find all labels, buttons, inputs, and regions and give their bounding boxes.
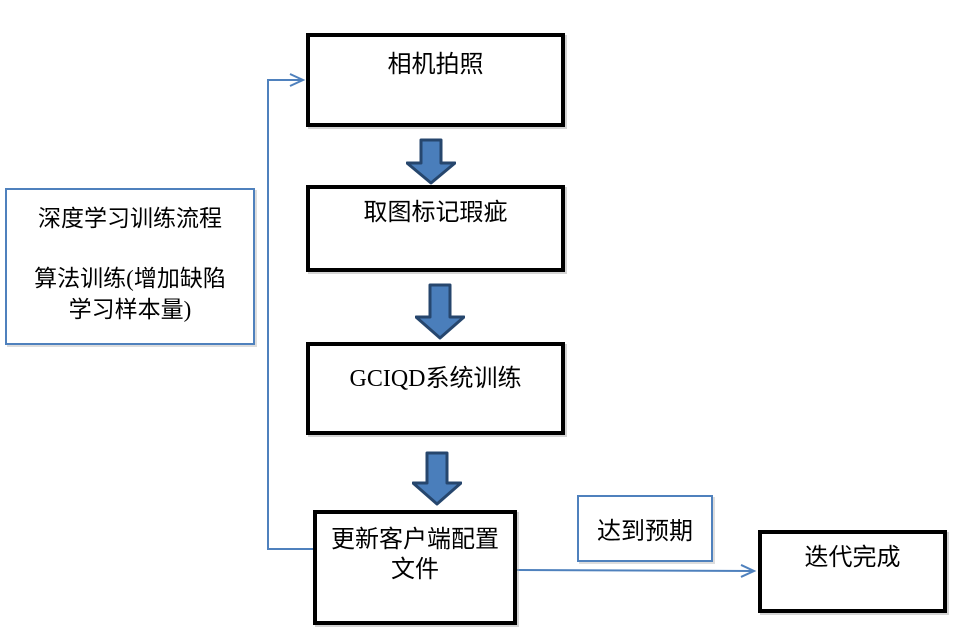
description-line: 算法训练(增加缺陷 <box>34 266 226 292</box>
description-line: 深度学习训练流程 <box>38 206 222 231</box>
description-line: 学习样本量) <box>68 296 192 322</box>
process-description-box: 深度学习训练流程 算法训练(增加缺陷 学习样本量) <box>5 188 255 345</box>
condition-label: 达到预期 <box>597 519 693 545</box>
step-camera-capture: 相机拍照 <box>306 33 565 127</box>
block-arrow-down-icon <box>406 138 456 185</box>
block-arrow-down-icon <box>415 283 465 340</box>
step-label: 取图标记瑕疵 <box>363 200 508 226</box>
condition-label-box: 达到预期 <box>577 495 713 562</box>
step-label: GCIQD系统训练 <box>349 366 522 392</box>
step-iteration-complete: 迭代完成 <box>758 530 947 613</box>
feedback-loop-arrow <box>267 73 313 550</box>
success-branch-arrow <box>516 564 757 578</box>
step-label: 相机拍照 <box>387 52 484 78</box>
step-update-client-config: 更新客户端配置文件 <box>313 510 517 625</box>
step-label: 迭代完成 <box>804 545 901 571</box>
step-gciqd-training: GCIQD系统训练 <box>306 342 565 435</box>
block-arrow-down-icon <box>412 451 462 506</box>
step-label: 更新客户端配置文件 <box>331 527 499 583</box>
step-mark-defects: 取图标记瑕疵 <box>306 185 565 272</box>
